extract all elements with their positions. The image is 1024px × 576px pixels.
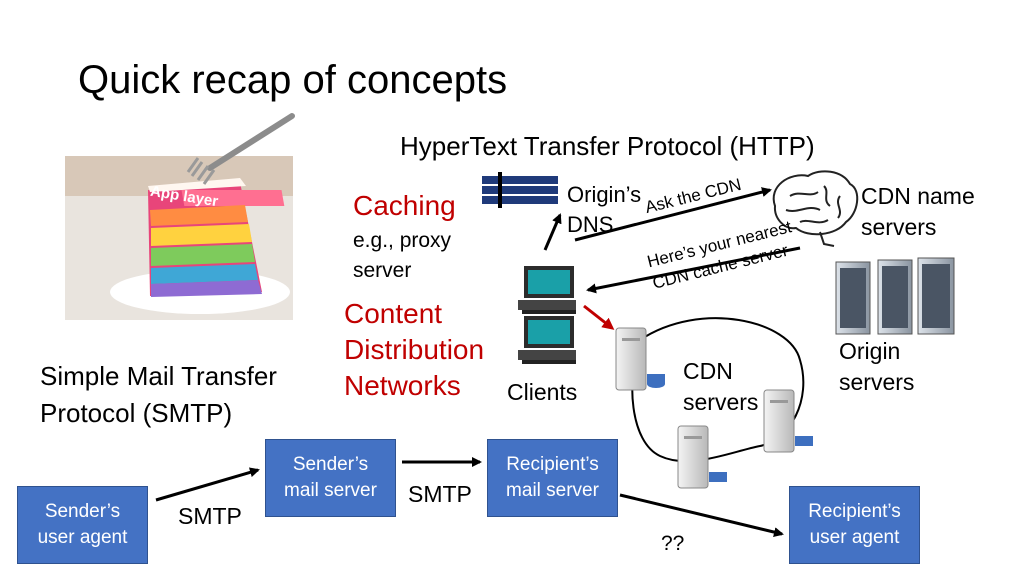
smtp-arrow-label: SMTP xyxy=(408,481,472,507)
box-line: Recipient’s xyxy=(506,454,599,475)
smtp-arrow-label: SMTP xyxy=(178,503,242,529)
smtp-title: Simple Mail Transfer Protocol (SMTP) xyxy=(40,358,277,432)
arrow-client-to-cdn xyxy=(583,304,615,330)
origin-dns-line: Origin’s xyxy=(567,182,642,207)
rack-server-icon xyxy=(835,257,955,335)
http-title: HyperText Transfer Protocol (HTTP) xyxy=(400,131,815,161)
caching-example: e.g., proxy server xyxy=(353,229,452,282)
origin-servers-line: Origin xyxy=(839,338,901,364)
cake-photo xyxy=(65,113,295,320)
caching-title: Caching xyxy=(353,190,456,221)
recipient-mail-server-box: Recipient’s mail server xyxy=(487,439,618,517)
tower-server-icon xyxy=(615,327,813,489)
arrow-client-to-dns xyxy=(543,213,562,251)
box-line: mail server xyxy=(284,480,377,501)
dns-signpost-icon xyxy=(482,172,558,208)
arrow-smtp-3 xyxy=(619,493,784,537)
arrow-heres-cdn xyxy=(586,246,801,294)
recipient-user-agent-box: Recipient’s user agent xyxy=(789,486,920,564)
origin-dns-line: DNS xyxy=(567,212,614,237)
sender-user-agent-box: Sender’s user agent xyxy=(17,486,148,564)
box-line: user agent xyxy=(37,527,128,548)
cdn-servers-line: CDN xyxy=(683,358,733,384)
origin-servers-label: Origin servers xyxy=(839,336,914,398)
fork-icon xyxy=(186,113,295,185)
cake-layers xyxy=(148,178,285,297)
unknown-protocol-label: ?? xyxy=(661,532,685,555)
arrow-smtp-1 xyxy=(155,467,260,502)
cdn-servers-line: servers xyxy=(683,389,759,415)
cdn-name-servers-line: CDN name xyxy=(861,183,975,209)
slide-title: Quick recap of concepts xyxy=(78,58,508,102)
smtp-title-line: Protocol (SMTP) xyxy=(40,398,233,428)
cdn-title: Content Distribution Networks xyxy=(344,296,484,404)
cdn-title-line: Networks xyxy=(344,370,461,401)
cdn-servers-label: CDN servers xyxy=(683,356,758,418)
box-line: Recipient’s xyxy=(808,501,901,522)
box-line: Sender’s xyxy=(292,454,369,475)
origin-servers-line: servers xyxy=(839,369,915,395)
origin-dns-label: Origin’s DNS xyxy=(567,180,641,240)
cdn-title-line: Distribution xyxy=(344,334,485,365)
box-line: Sender’s xyxy=(44,501,121,522)
cdn-title-line: Content xyxy=(344,298,443,329)
desktop-computer-icon xyxy=(518,266,576,364)
box-line: mail server xyxy=(506,480,599,501)
clients-label: Clients xyxy=(507,379,578,405)
sender-mail-server-box: Sender’s mail server xyxy=(265,439,396,517)
smtp-title-line: Simple Mail Transfer xyxy=(40,361,277,391)
brain-icon xyxy=(772,170,859,247)
box-line: user agent xyxy=(809,527,900,548)
arrow-ask-cdn xyxy=(574,187,772,242)
cdn-name-servers-line: servers xyxy=(861,214,937,240)
cdn-name-servers-label: CDN name servers xyxy=(861,181,975,243)
